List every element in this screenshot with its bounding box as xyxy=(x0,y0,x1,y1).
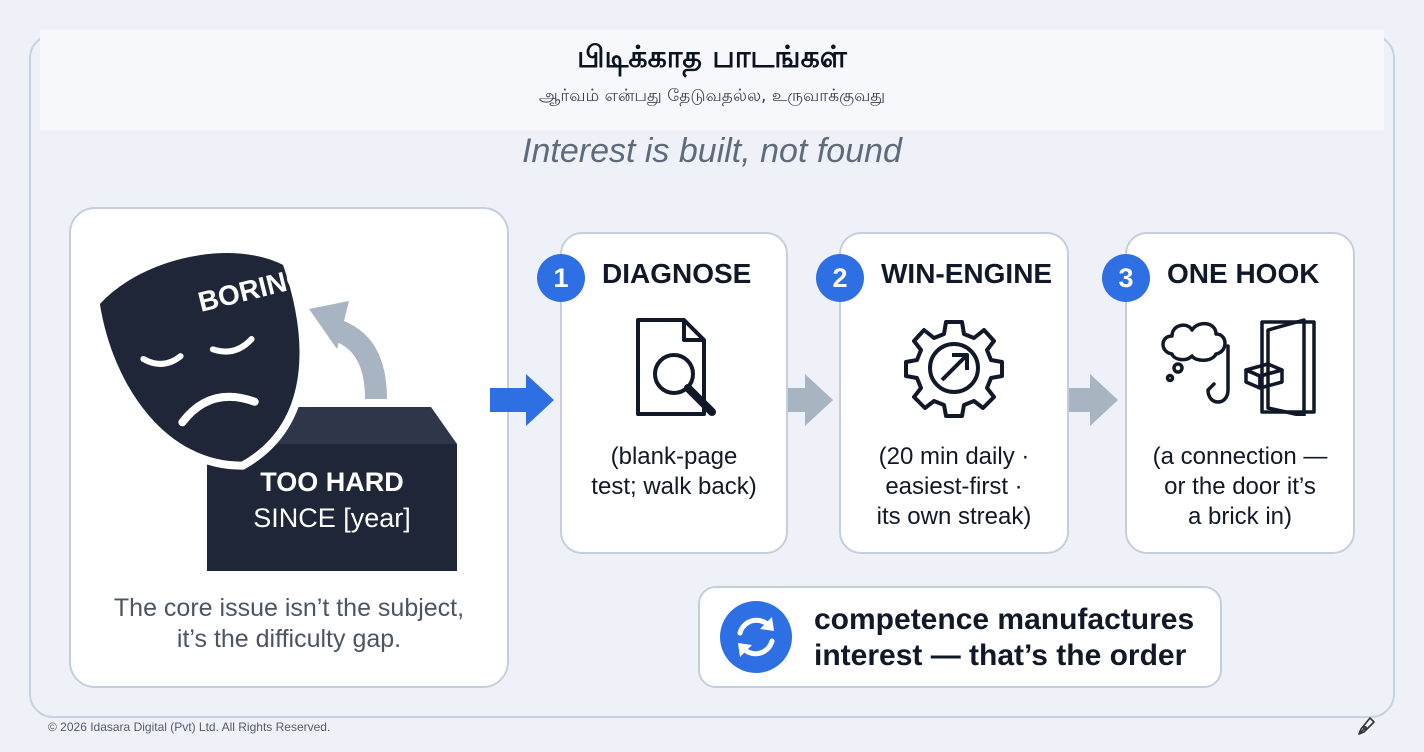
step-card-one-hook: 3 ONE HOOK (a connection — or the door i… xyxy=(1102,232,1355,554)
step-description: (blank-page test; walk back) xyxy=(570,442,778,502)
gray-arrow-icon xyxy=(1054,374,1118,426)
thought-cloud-icon xyxy=(1161,321,1227,362)
desc-line: (a connection — xyxy=(1152,443,1328,470)
desc-line: a brick in) xyxy=(1187,503,1293,530)
page-subtitle: ஆர்வம் என்பது தேடுவதல்ல, உருவாக்குவது xyxy=(538,86,886,106)
blue-arrow-icon xyxy=(490,374,554,426)
desc-line: (blank-page xyxy=(610,443,738,470)
cycle-icon-badge xyxy=(720,601,792,673)
conclusion-text: competence manufactures interest — that’… xyxy=(814,602,1194,674)
caption-line: The core issue isn’t the subject, xyxy=(113,594,465,622)
step-title: ONE HOOK xyxy=(1167,258,1320,289)
sad-mask-icon xyxy=(91,245,308,470)
desc-line: test; walk back) xyxy=(591,473,757,500)
page-title: பிடிக்காத பாடங்கள் xyxy=(577,40,847,75)
step-card-diagnose: 1 DIAGNOSE (blank-page test; walk back) xyxy=(537,232,788,554)
step-title: WIN-ENGINE xyxy=(881,258,1053,289)
copyright-footer: © 2026 Idasara Digital (Pvt) Ltd. All Ri… xyxy=(48,720,331,734)
step-number-badge: 3 xyxy=(1102,254,1150,302)
fish-hook-icon xyxy=(1206,344,1230,404)
step-number-badge: 1 xyxy=(537,254,585,302)
desc-line: or the door it’s xyxy=(1164,473,1316,500)
refresh-cycle-icon xyxy=(737,617,775,657)
thought-hook-door-icon xyxy=(1161,318,1316,416)
problem-caption: The core issue isn’t the subject, it’s t… xyxy=(71,593,507,655)
conclusion-line: competence manufactures xyxy=(814,603,1195,636)
step-title: DIAGNOSE xyxy=(602,258,752,289)
gear-arrow-icon xyxy=(904,320,1004,418)
boring-mask-illustration: BORING xyxy=(91,245,457,571)
step-description: (20 min daily · easiest-first · its own … xyxy=(849,442,1059,532)
box-label-too-hard: TOO HARD xyxy=(260,467,404,497)
pen-nib-icon xyxy=(1358,717,1375,735)
step-number-badge: 2 xyxy=(816,254,864,302)
desc-line: easiest-first · xyxy=(885,473,1023,500)
desc-line: its own streak) xyxy=(876,503,1032,530)
step-card-win-engine: 2 WIN-ENGINE (20 min daily · easiest-fir… xyxy=(816,232,1069,554)
header-band xyxy=(40,30,1384,130)
conclusion-card: competence manufactures interest — that’… xyxy=(698,586,1222,688)
box-label-since: SINCE [year] xyxy=(253,503,411,533)
document-search-icon xyxy=(636,318,716,416)
step-description: (a connection — or the door it’s a brick… xyxy=(1135,442,1345,532)
gray-arrow-icon xyxy=(769,374,833,426)
conclusion-line: interest — that’s the order xyxy=(814,639,1187,672)
desc-line: (20 min daily · xyxy=(878,443,1030,470)
tagline: Interest is built, not found xyxy=(522,132,902,170)
caption-line: it’s the difficulty gap. xyxy=(176,625,402,653)
curved-up-arrow-icon xyxy=(309,301,387,400)
problem-panel: BORING TOO HARD SINCE [year] The core is… xyxy=(69,207,509,688)
